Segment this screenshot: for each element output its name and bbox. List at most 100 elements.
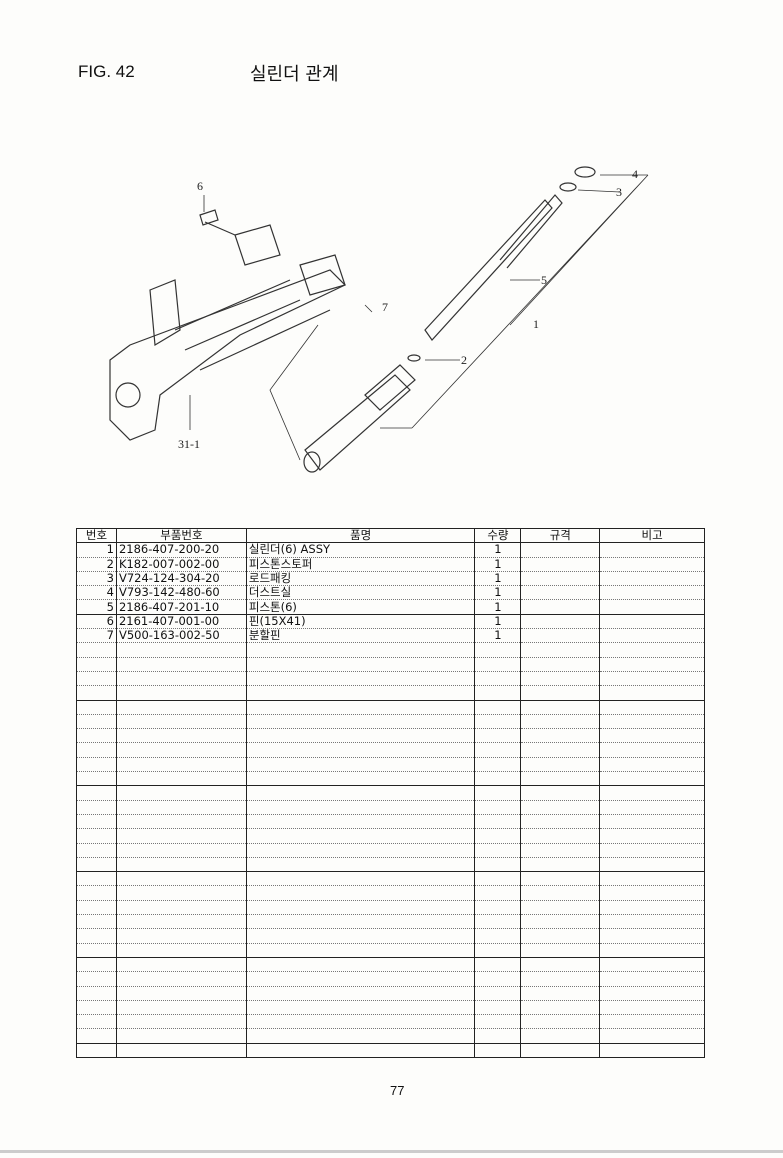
cell-spec — [520, 585, 601, 601]
cell-part — [115, 785, 247, 801]
cell-spec — [520, 1014, 601, 1030]
cell-name: 피스톤(6) — [245, 599, 476, 615]
cell-part — [115, 657, 247, 672]
cell-name — [245, 671, 476, 687]
table-row — [76, 785, 705, 801]
cell-spec — [520, 814, 601, 830]
cell-remarks — [599, 843, 705, 858]
cell-name — [245, 785, 476, 801]
cell-no: 1 — [76, 542, 117, 558]
cell-remarks — [599, 771, 705, 787]
figure-number: FIG. 42 — [78, 62, 135, 81]
frame-drawing — [109, 209, 347, 441]
cell-name — [245, 642, 476, 658]
cell-name — [245, 971, 476, 987]
table-row — [76, 871, 705, 887]
callout-5: 5 — [541, 273, 547, 287]
cell-part — [115, 1028, 247, 1044]
cell-spec — [520, 757, 601, 773]
cell-name — [245, 843, 476, 858]
table-row — [76, 800, 705, 815]
cell-remarks — [599, 828, 705, 844]
cell-no — [76, 1014, 117, 1030]
cell-part: V500-163-002-50 — [115, 628, 247, 644]
table-row — [76, 814, 705, 830]
cell-remarks — [599, 800, 705, 815]
cell-qty — [474, 1043, 522, 1058]
cell-qty — [474, 957, 522, 973]
cell-name — [245, 928, 476, 944]
cell-no — [76, 828, 117, 844]
cell-no — [76, 1043, 117, 1058]
cell-spec — [520, 657, 601, 672]
table-row — [76, 857, 705, 873]
cell-no — [76, 642, 117, 658]
cell-qty — [474, 857, 522, 873]
cell-spec — [520, 685, 601, 701]
col-header-remarks: 비고 — [599, 527, 705, 544]
cell-name — [245, 714, 476, 730]
cell-qty — [474, 771, 522, 787]
cell-remarks — [599, 785, 705, 801]
cell-no — [76, 742, 117, 758]
cell-no: 3 — [76, 571, 117, 587]
cell-part — [115, 714, 247, 730]
cell-no — [76, 685, 117, 701]
cell-no — [76, 757, 117, 773]
cell-qty — [474, 685, 522, 701]
cell-name: 분할핀 — [245, 628, 476, 644]
cell-qty — [474, 900, 522, 916]
table-row — [76, 1028, 705, 1044]
cell-part — [115, 814, 247, 830]
cell-no — [76, 1028, 117, 1044]
cell-remarks — [599, 557, 705, 572]
cell-spec — [520, 714, 601, 730]
cell-remarks — [599, 1014, 705, 1030]
callout-7: 7 — [382, 300, 388, 314]
cell-part — [115, 843, 247, 858]
cell-spec — [520, 571, 601, 587]
table-row — [76, 685, 705, 701]
cell-remarks — [599, 943, 705, 958]
cell-remarks — [599, 728, 705, 744]
table-row — [76, 971, 705, 987]
table-row — [76, 728, 705, 744]
cell-no — [76, 885, 117, 901]
cell-name — [245, 914, 476, 930]
col-header-part-number: 부품번호 — [115, 527, 247, 544]
cell-name — [245, 700, 476, 715]
cell-no — [76, 728, 117, 744]
cell-spec — [520, 599, 601, 615]
cell-name — [245, 857, 476, 873]
cell-part — [115, 757, 247, 773]
cell-spec — [520, 557, 601, 572]
cell-part — [115, 986, 247, 1001]
callout-1: 1 — [533, 317, 539, 331]
page-number: 77 — [390, 1083, 405, 1098]
table-row — [76, 843, 705, 858]
cell-no — [76, 771, 117, 787]
callout-31-1: 31-1 — [178, 437, 200, 451]
callout-2: 2 — [461, 353, 467, 367]
cell-no — [76, 785, 117, 801]
cell-spec — [520, 800, 601, 815]
cell-part — [115, 857, 247, 873]
cell-no: 2 — [76, 557, 117, 572]
cell-qty — [474, 828, 522, 844]
cell-qty — [474, 843, 522, 858]
table-row — [76, 900, 705, 916]
cell-no — [76, 971, 117, 987]
cell-qty — [474, 943, 522, 958]
cell-qty: 1 — [474, 585, 522, 601]
cell-spec — [520, 700, 601, 715]
table-row — [76, 642, 705, 658]
cell-spec — [520, 614, 601, 630]
cell-remarks — [599, 971, 705, 987]
table-row — [76, 928, 705, 944]
cell-qty — [474, 914, 522, 930]
cell-part — [115, 642, 247, 658]
cell-qty: 1 — [474, 542, 522, 558]
cylinder-drawing — [303, 166, 596, 473]
table-row — [76, 714, 705, 730]
